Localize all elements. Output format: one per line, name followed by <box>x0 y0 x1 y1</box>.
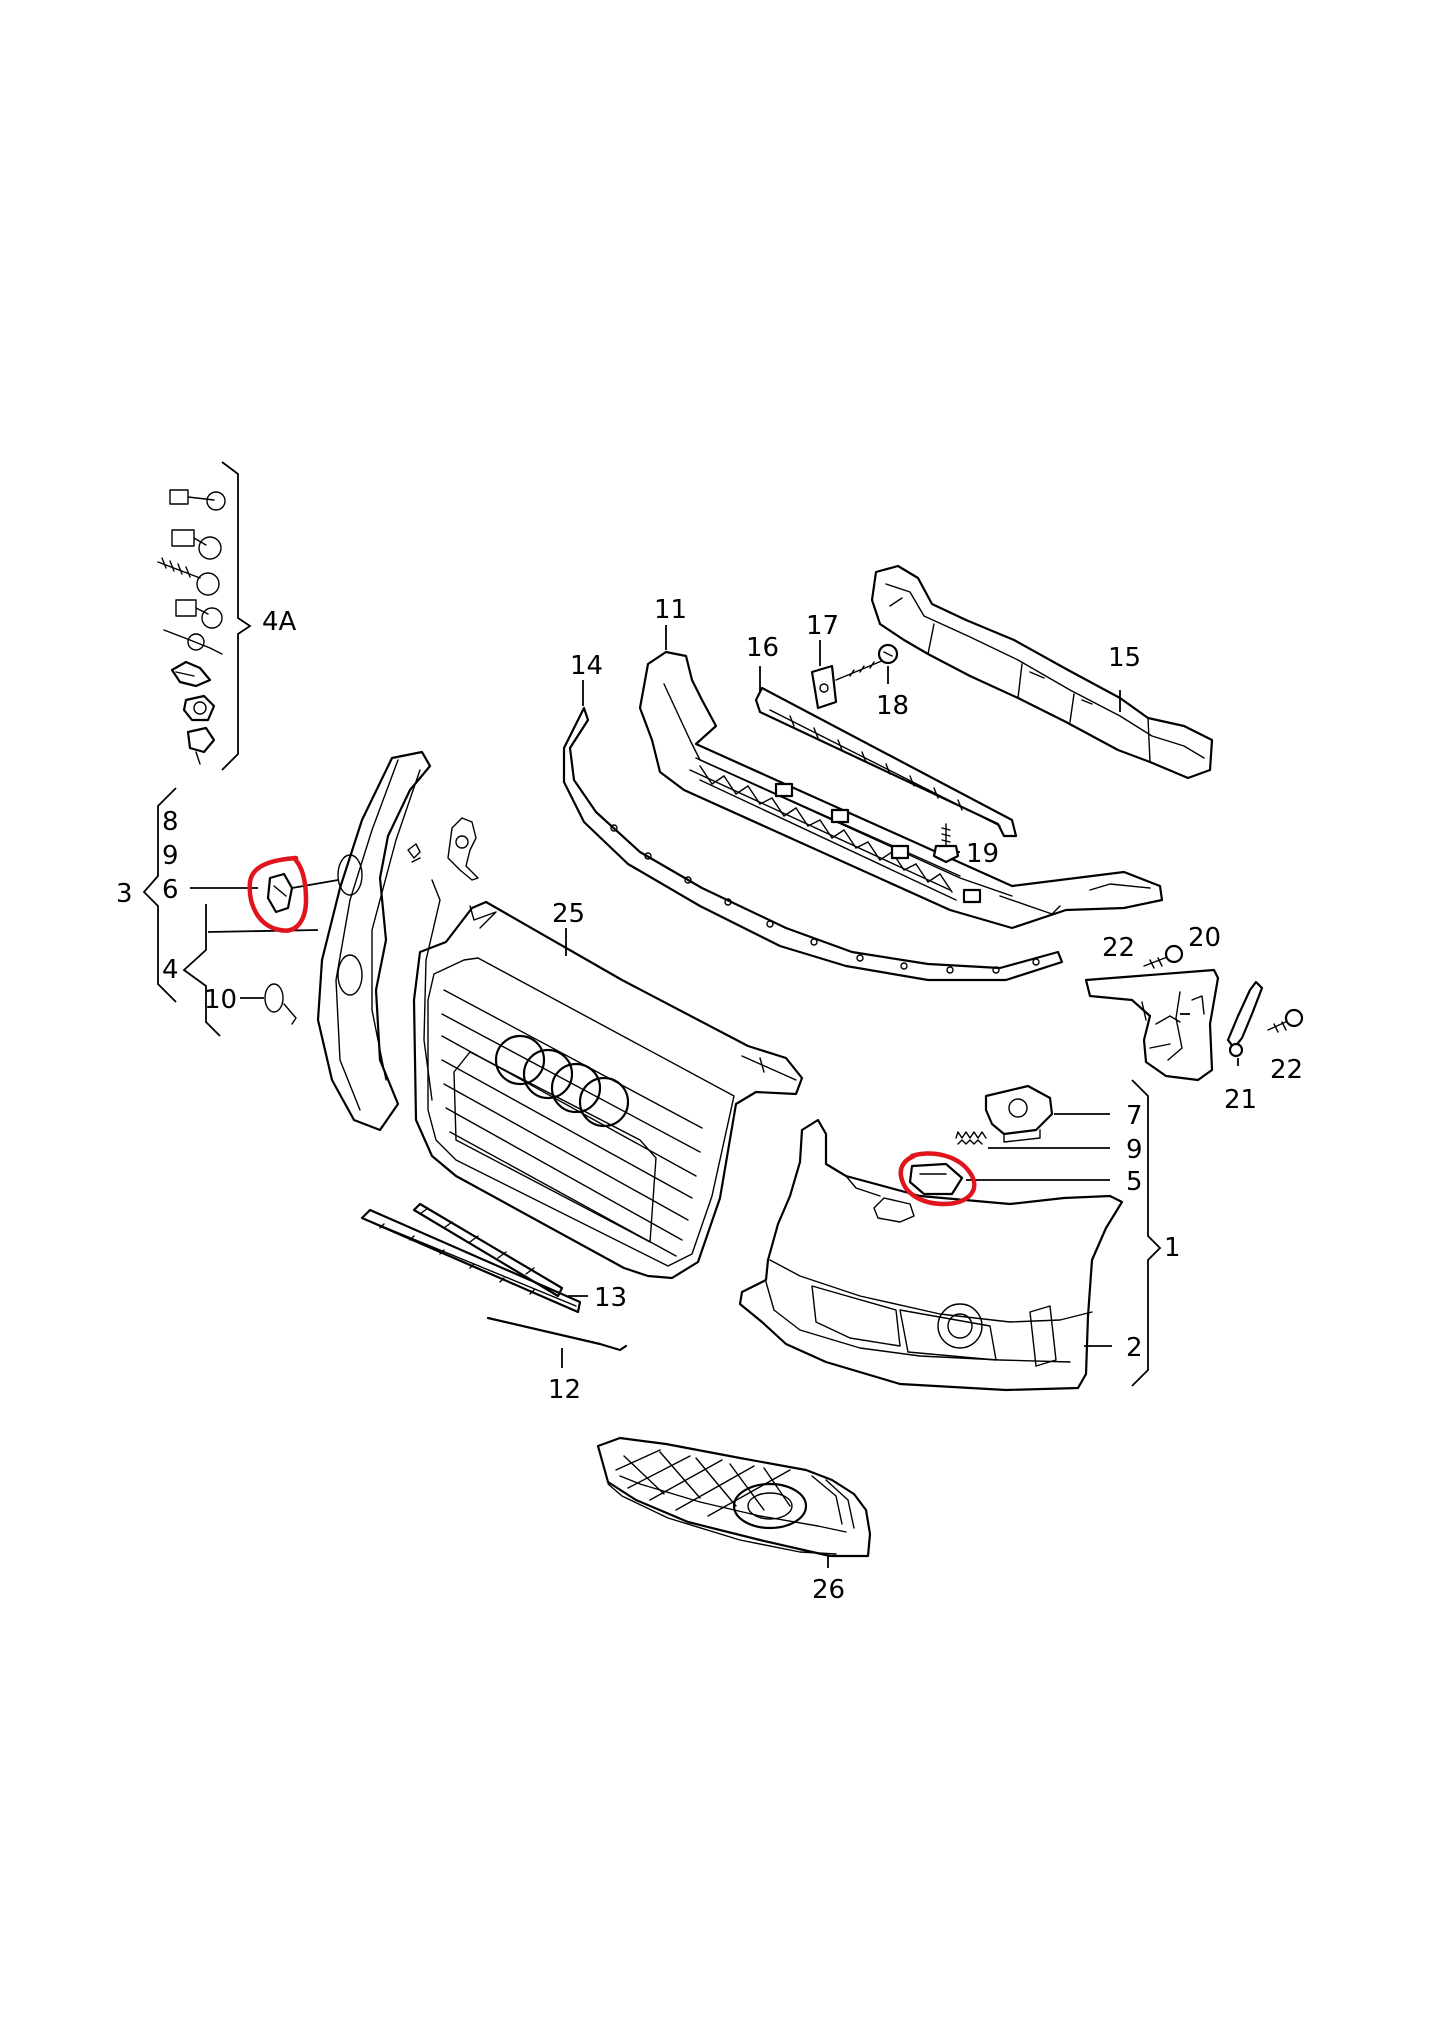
callout-22-right: 22 <box>1270 1055 1303 1085</box>
callout-9-left: 9 <box>162 841 179 871</box>
right-mounting-bracket <box>1084 968 1220 1082</box>
callout-16: 16 <box>746 633 779 663</box>
callout-9-right: 9 <box>1126 1135 1143 1165</box>
callout-8: 8 <box>162 807 179 837</box>
callout-10: 10 <box>204 985 237 1015</box>
callout-15: 15 <box>1108 643 1141 673</box>
callout-21: 21 <box>1224 1085 1257 1115</box>
callout-22-upper: 22 <box>1102 933 1135 963</box>
callout-19: 19 <box>966 839 999 869</box>
left-bumper-section <box>264 750 479 1132</box>
highlight-circle-left <box>247 855 309 933</box>
leader-lines <box>190 625 1239 1568</box>
highlight-circle-right <box>898 1151 977 1207</box>
radiator-grille <box>412 900 804 1280</box>
callout-13: 13 <box>594 1283 627 1313</box>
washer-jet-cap <box>908 1162 964 1196</box>
callout-14: 14 <box>570 651 603 681</box>
callout-12: 12 <box>548 1375 581 1405</box>
washer-bracket <box>984 1084 1054 1143</box>
callout-26: 26 <box>812 1575 845 1605</box>
callout-25: 25 <box>552 899 585 929</box>
left-washer-jet-cap <box>266 872 294 914</box>
callout-6: 6 <box>162 875 179 905</box>
callout-3: 3 <box>116 879 133 909</box>
callout-7: 7 <box>1126 1101 1143 1131</box>
screw-22-upper <box>1143 944 1184 969</box>
impact-absorber <box>870 564 1214 780</box>
retainer-21 <box>1226 980 1264 1058</box>
highlight-marks <box>247 855 977 1207</box>
lower-trim-strips <box>360 1202 628 1352</box>
callout-5: 5 <box>1126 1167 1143 1197</box>
bumper-support-bracket <box>638 650 1164 930</box>
callout-4: 4 <box>162 955 179 985</box>
callout-1: 1 <box>1164 1233 1181 1263</box>
group-brackets <box>142 787 1162 1387</box>
callouts: 4A 11 14 16 17 18 15 19 25 22 20 22 21 7… <box>116 595 1303 1605</box>
fog-light-grille <box>596 1436 872 1558</box>
callout-20: 20 <box>1188 923 1221 953</box>
callout-18: 18 <box>876 691 909 721</box>
screw-22-right <box>1267 1008 1304 1033</box>
bumper-lip-spoiler <box>562 706 1064 982</box>
bumper-cover <box>738 1118 1124 1392</box>
callout-2: 2 <box>1126 1333 1143 1363</box>
bumper-guide-strip <box>754 686 1018 838</box>
bracket-17-screw-18 <box>810 643 899 710</box>
screw-19 <box>932 823 960 864</box>
callout-4a: 4A <box>262 607 297 637</box>
fastener-set-4a <box>157 461 252 771</box>
callout-17: 17 <box>806 611 839 641</box>
callout-11: 11 <box>654 595 687 625</box>
spring-9 <box>955 1131 987 1145</box>
